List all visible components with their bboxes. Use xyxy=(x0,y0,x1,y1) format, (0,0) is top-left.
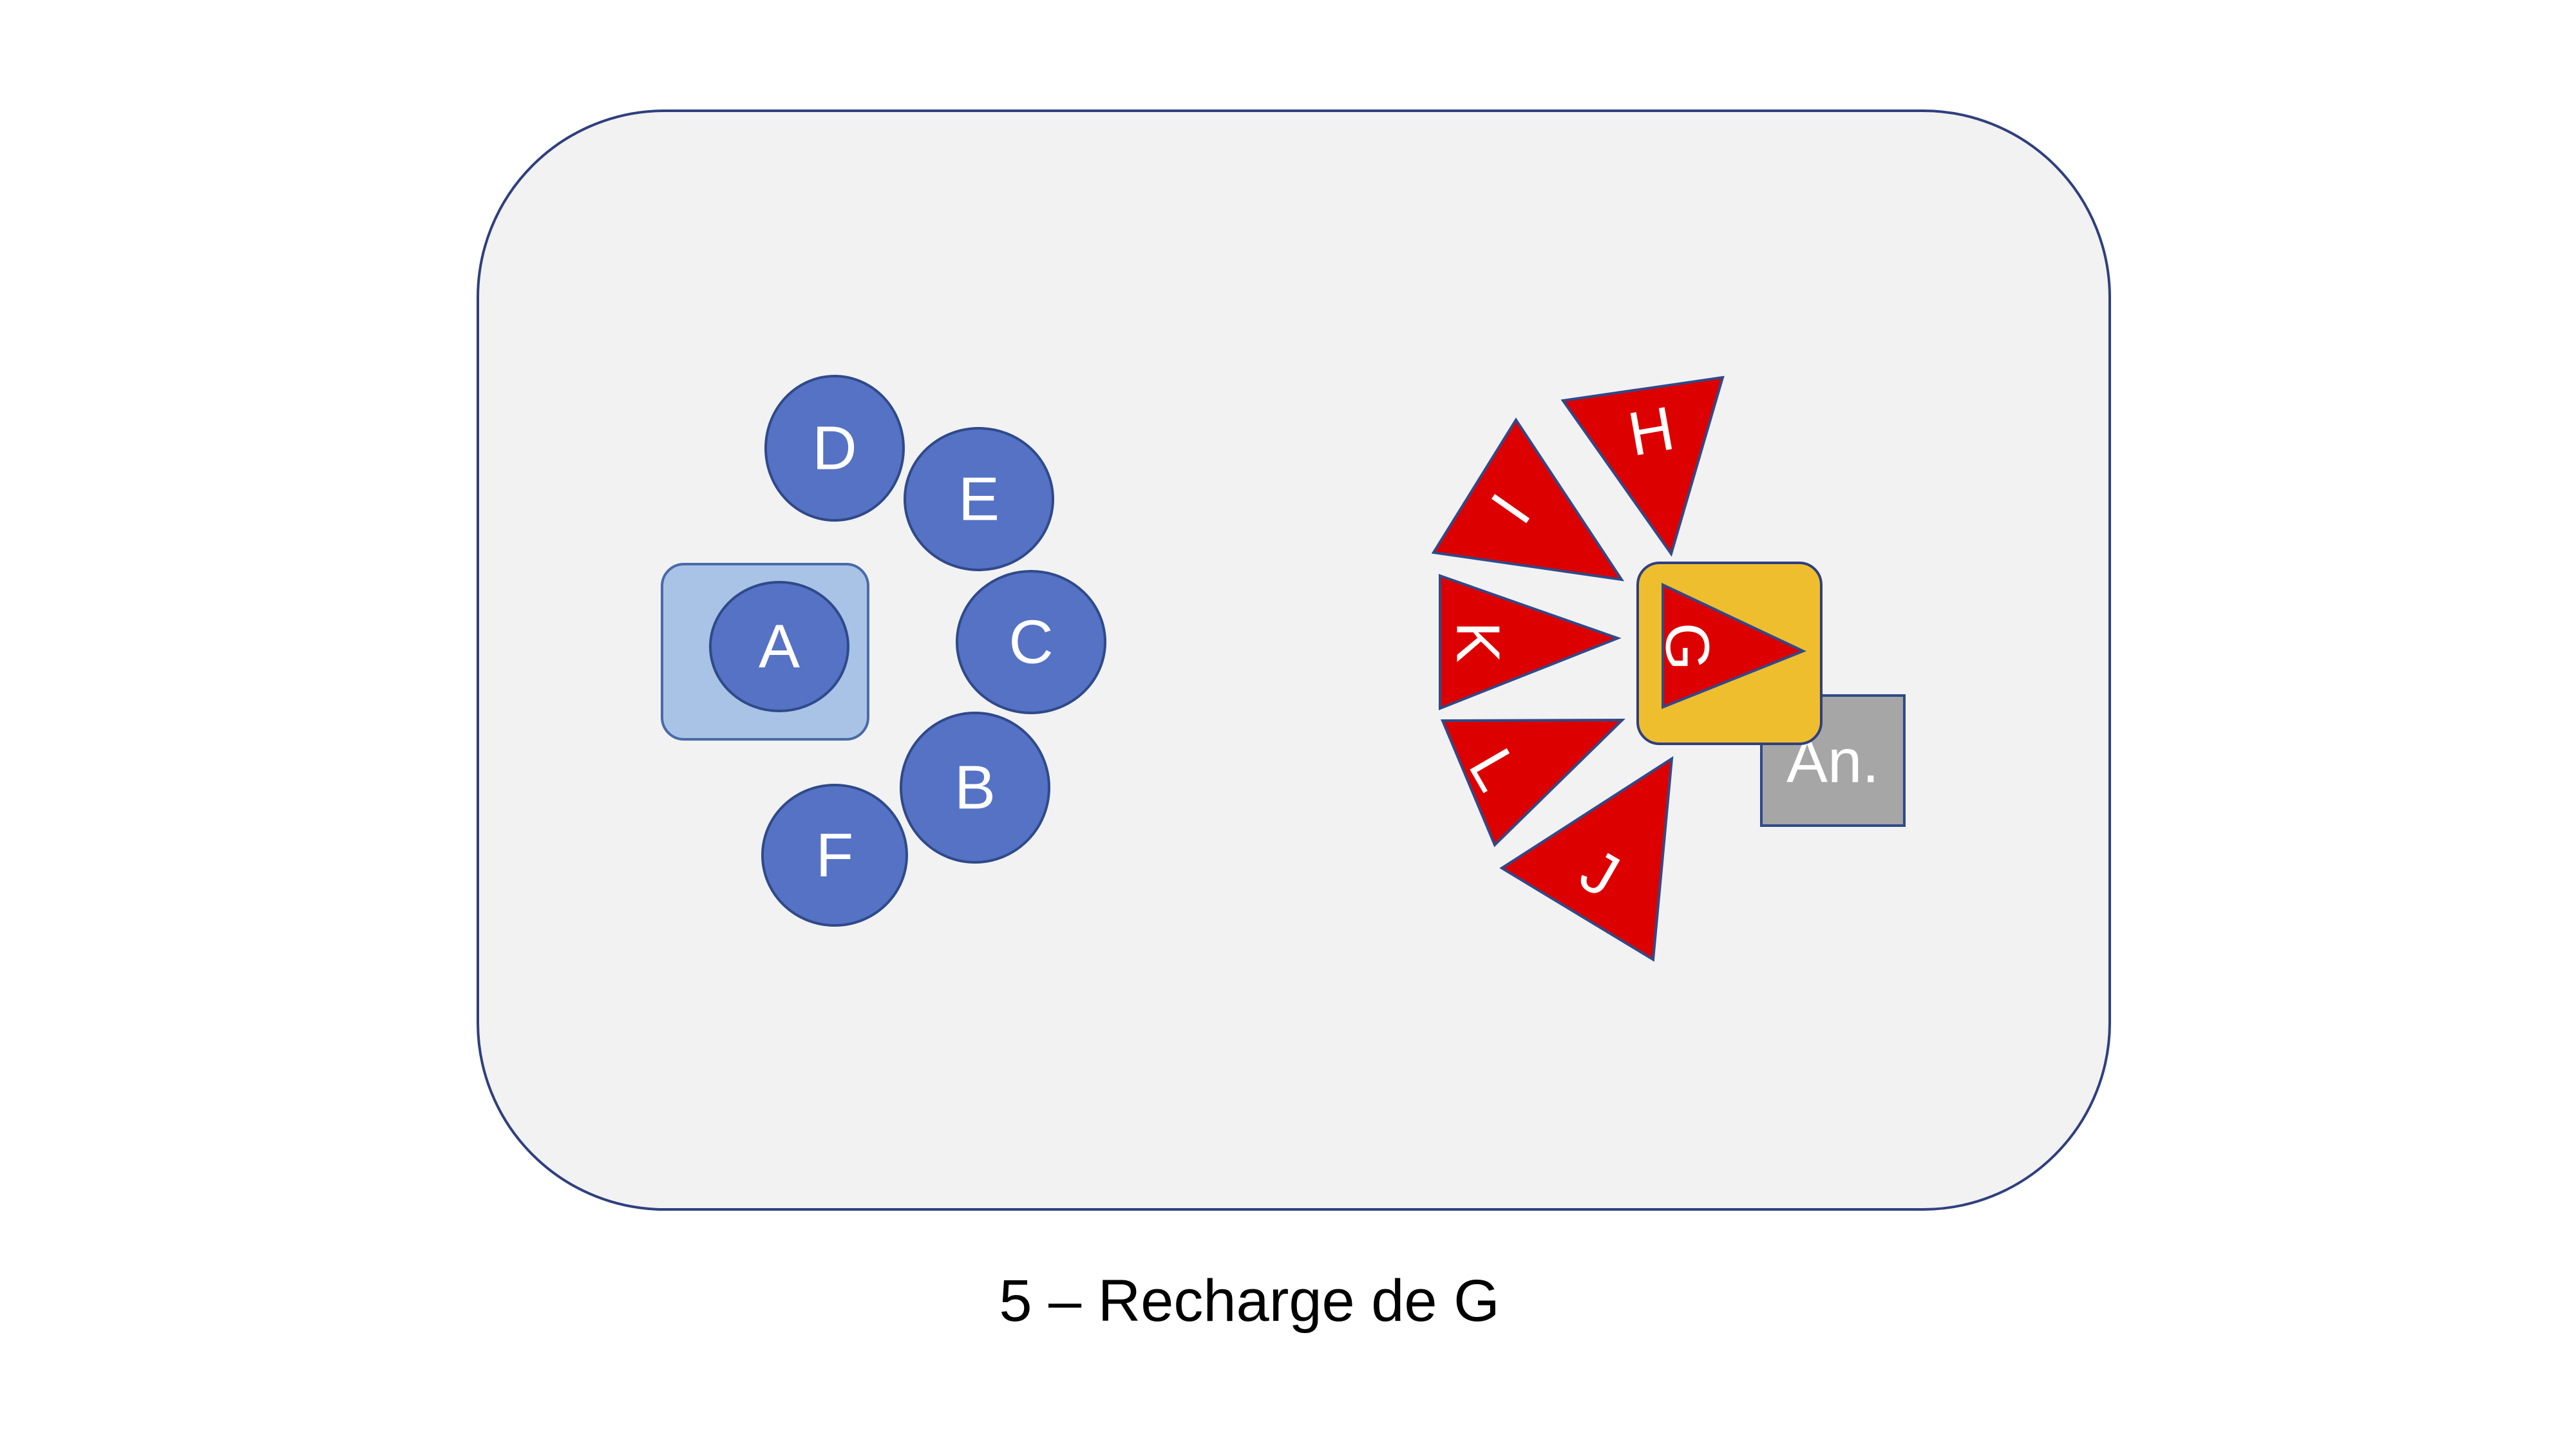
left-team: A D E C B F xyxy=(661,375,1106,927)
triangle-g: G xyxy=(1653,582,1807,709)
circle-d: D xyxy=(764,375,905,522)
circle-f: F xyxy=(761,784,908,927)
circle-e-label: E xyxy=(958,465,999,534)
circle-d-label: D xyxy=(812,414,857,483)
circle-a-label: A xyxy=(759,612,800,681)
circle-b-label: B xyxy=(954,753,996,822)
right-team: H I K L J An. G xyxy=(1431,375,1906,962)
circle-f-label: F xyxy=(816,821,854,890)
circle-b: B xyxy=(900,712,1050,864)
triangle-l: L xyxy=(1440,718,1625,848)
diagram-caption: 5 – Recharge de G xyxy=(999,1268,1499,1334)
triangle-g-label: G xyxy=(1653,623,1722,671)
triangle-k-label: K xyxy=(1444,621,1513,663)
circle-a: A xyxy=(709,581,849,712)
circle-c-label: C xyxy=(1009,608,1053,677)
triangle-h: H xyxy=(1560,375,1725,557)
triangle-k: K xyxy=(1439,574,1622,710)
circle-c: C xyxy=(956,570,1106,714)
triangle-j: J xyxy=(1499,756,1674,962)
triangle-i: I xyxy=(1431,417,1625,582)
circle-e: E xyxy=(904,427,1054,571)
